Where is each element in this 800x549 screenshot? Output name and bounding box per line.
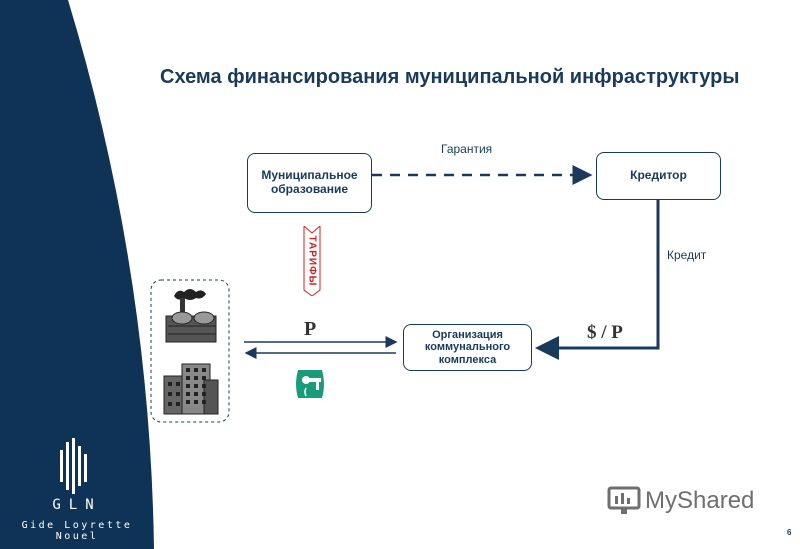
logo-short-text: GLN: [52, 497, 102, 513]
node-utility: Организация коммунального комплекса: [403, 324, 532, 371]
page-title: Схема финансирования муниципальной инфра…: [160, 66, 740, 88]
gln-logo-icon: [60, 438, 87, 494]
credit-label: Кредит: [667, 248, 707, 262]
node-creditor: Кредитор: [596, 152, 721, 200]
sidebar-background: [0, 0, 154, 549]
page-number: 6: [787, 528, 792, 537]
usd-rub-symbol: $ / Р: [587, 322, 623, 343]
watermark-text: MyShared: [645, 487, 755, 514]
node-municipality-label: Муниципальное образование: [261, 168, 358, 196]
tariff-label: ТАРИФЫ: [306, 235, 318, 287]
myshared-logo-icon: [607, 486, 641, 514]
credit-arrow: [535, 199, 660, 360]
node-utility-label: Организация коммунального комплекса: [424, 328, 511, 366]
factory-icon: [165, 289, 217, 343]
rub-symbol: Р: [304, 318, 317, 340]
faucet-icon: [296, 370, 324, 398]
guarantee-label: Гарантия: [441, 142, 493, 156]
node-creditor-label: Кредитор: [630, 168, 687, 183]
consumers-group: [150, 279, 230, 423]
tariff-arrow: [303, 226, 321, 296]
logo-firm-text: Gide Loyrette Nouel: [21, 520, 133, 542]
node-municipality: Муниципальное образование: [247, 153, 372, 213]
building-icon: [163, 363, 219, 415]
